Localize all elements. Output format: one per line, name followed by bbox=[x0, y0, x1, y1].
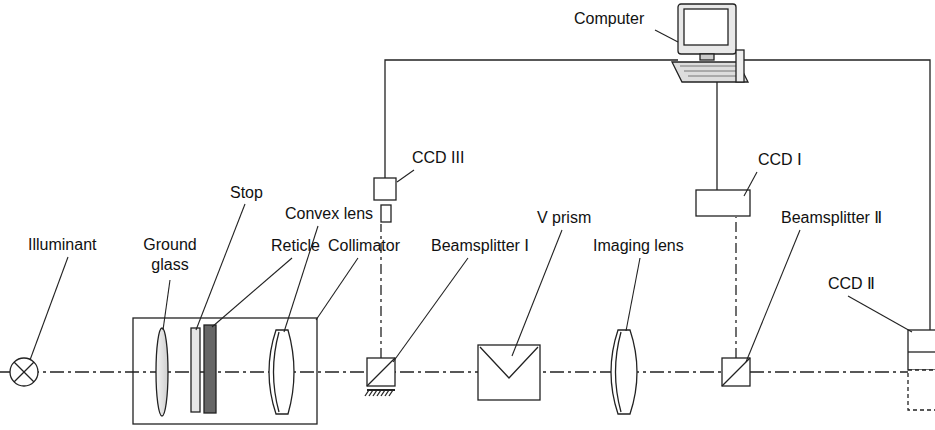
part-label: Reticle bbox=[271, 236, 320, 256]
ground-glass bbox=[156, 328, 168, 416]
mirror-hatch bbox=[389, 390, 393, 396]
computer-icon bbox=[672, 4, 748, 82]
reticle-plate bbox=[204, 325, 216, 413]
part-label: V prism bbox=[537, 208, 591, 228]
optical-axis bbox=[0, 371, 935, 372]
part-label: CCD Ⅱ bbox=[828, 274, 875, 294]
imaging-lens bbox=[611, 330, 637, 414]
v-prism bbox=[478, 345, 540, 400]
part-label: Computer bbox=[574, 9, 644, 29]
camera-symbol bbox=[374, 178, 396, 222]
lamp-symbol bbox=[10, 358, 38, 386]
convex-lens bbox=[269, 330, 294, 414]
part-label: Stop bbox=[230, 183, 263, 203]
stop-plate bbox=[191, 328, 200, 412]
collimator-housing bbox=[133, 318, 317, 424]
part-label: Convex lens bbox=[285, 204, 373, 224]
ccd-camera bbox=[908, 330, 935, 410]
beamsplitter-cube bbox=[722, 358, 750, 386]
part-label: Collimator bbox=[328, 236, 400, 256]
ccd-camera bbox=[696, 190, 750, 216]
mirror-hatch bbox=[385, 390, 389, 396]
part-label: Illuminant bbox=[28, 235, 96, 255]
mirror-hatch bbox=[381, 390, 385, 396]
mirror-hatch bbox=[365, 390, 369, 396]
part-label: CCD Ⅰ bbox=[758, 150, 802, 170]
beamsplitter-cube bbox=[365, 358, 395, 396]
reflected-beam bbox=[735, 217, 736, 358]
part-label: Beamsplitter Ⅱ bbox=[781, 208, 882, 228]
mirror-hatch bbox=[373, 390, 377, 396]
lens-edge bbox=[616, 332, 622, 412]
signal-wire bbox=[385, 60, 930, 330]
lens-edge bbox=[274, 332, 280, 412]
part-label: Imaging lens bbox=[593, 236, 684, 256]
mirror-hatch bbox=[377, 390, 381, 396]
part-label: Beamsplitter Ⅰ bbox=[431, 236, 529, 256]
part-label: Ground glass bbox=[140, 235, 200, 275]
part-label: CCD III bbox=[412, 148, 464, 168]
leader-line bbox=[30, 30, 912, 362]
mirror-hatch bbox=[369, 390, 373, 396]
